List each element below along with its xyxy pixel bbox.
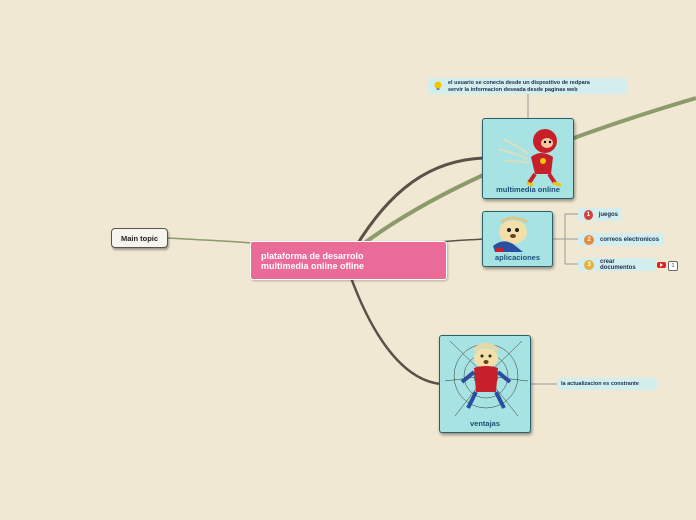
subtopic-label: crear documentos (600, 258, 636, 271)
subtopic-correos[interactable]: 2 correos electronicos (578, 233, 664, 246)
ventajas-label: ventajas (469, 419, 501, 428)
multimedia-online-label: multimedia online (496, 185, 560, 194)
priority-1-icon: 1 (584, 209, 593, 220)
subtopic-label: correos electronicos (600, 236, 660, 243)
video-icon[interactable] (657, 262, 666, 268)
subtopic-label: juegos (598, 211, 618, 218)
note-line2: servir la informacion deseada desde pagi… (448, 86, 578, 93)
subtopic-juegos[interactable]: 1 juegos (578, 208, 622, 221)
dog-hero-image (493, 216, 528, 252)
ventajas-node[interactable]: ventajas (439, 335, 531, 433)
lightbulb-icon (434, 81, 442, 90)
central-topic[interactable]: plataforma de desarrolo multimedia onlin… (250, 241, 447, 280)
subtopic-label: la actualizacion es constrante (561, 381, 639, 387)
attachment-count-badge[interactable]: 1 (668, 261, 678, 271)
priority-3-icon: 3 (584, 259, 594, 270)
subtopic-actualizacion[interactable]: la actualizacion es constrante (557, 378, 657, 390)
main-topic-label: Main topic (120, 233, 159, 243)
subtopic-crear-documentos[interactable]: 3 crear documentos (578, 258, 656, 271)
main-topic[interactable]: Main topic (111, 228, 168, 248)
central-topic-line2: multimedia online ofline (261, 261, 365, 271)
aplicaciones-node[interactable]: aplicaciones (482, 211, 553, 267)
spider-dog-image (444, 340, 529, 417)
superhero-image (497, 129, 562, 187)
aplicaciones-label: aplicaciones (494, 253, 541, 262)
central-topic-line1: plataforma de desarrolo (261, 251, 364, 261)
priority-2-icon: 2 (584, 234, 594, 245)
multimedia-online-node[interactable]: multimedia online (482, 118, 574, 199)
multimedia-note[interactable]: el usuario se conecta desde un dispositi… (427, 78, 627, 94)
note-line1: el usuario se conecta desde un dispositi… (448, 80, 590, 86)
